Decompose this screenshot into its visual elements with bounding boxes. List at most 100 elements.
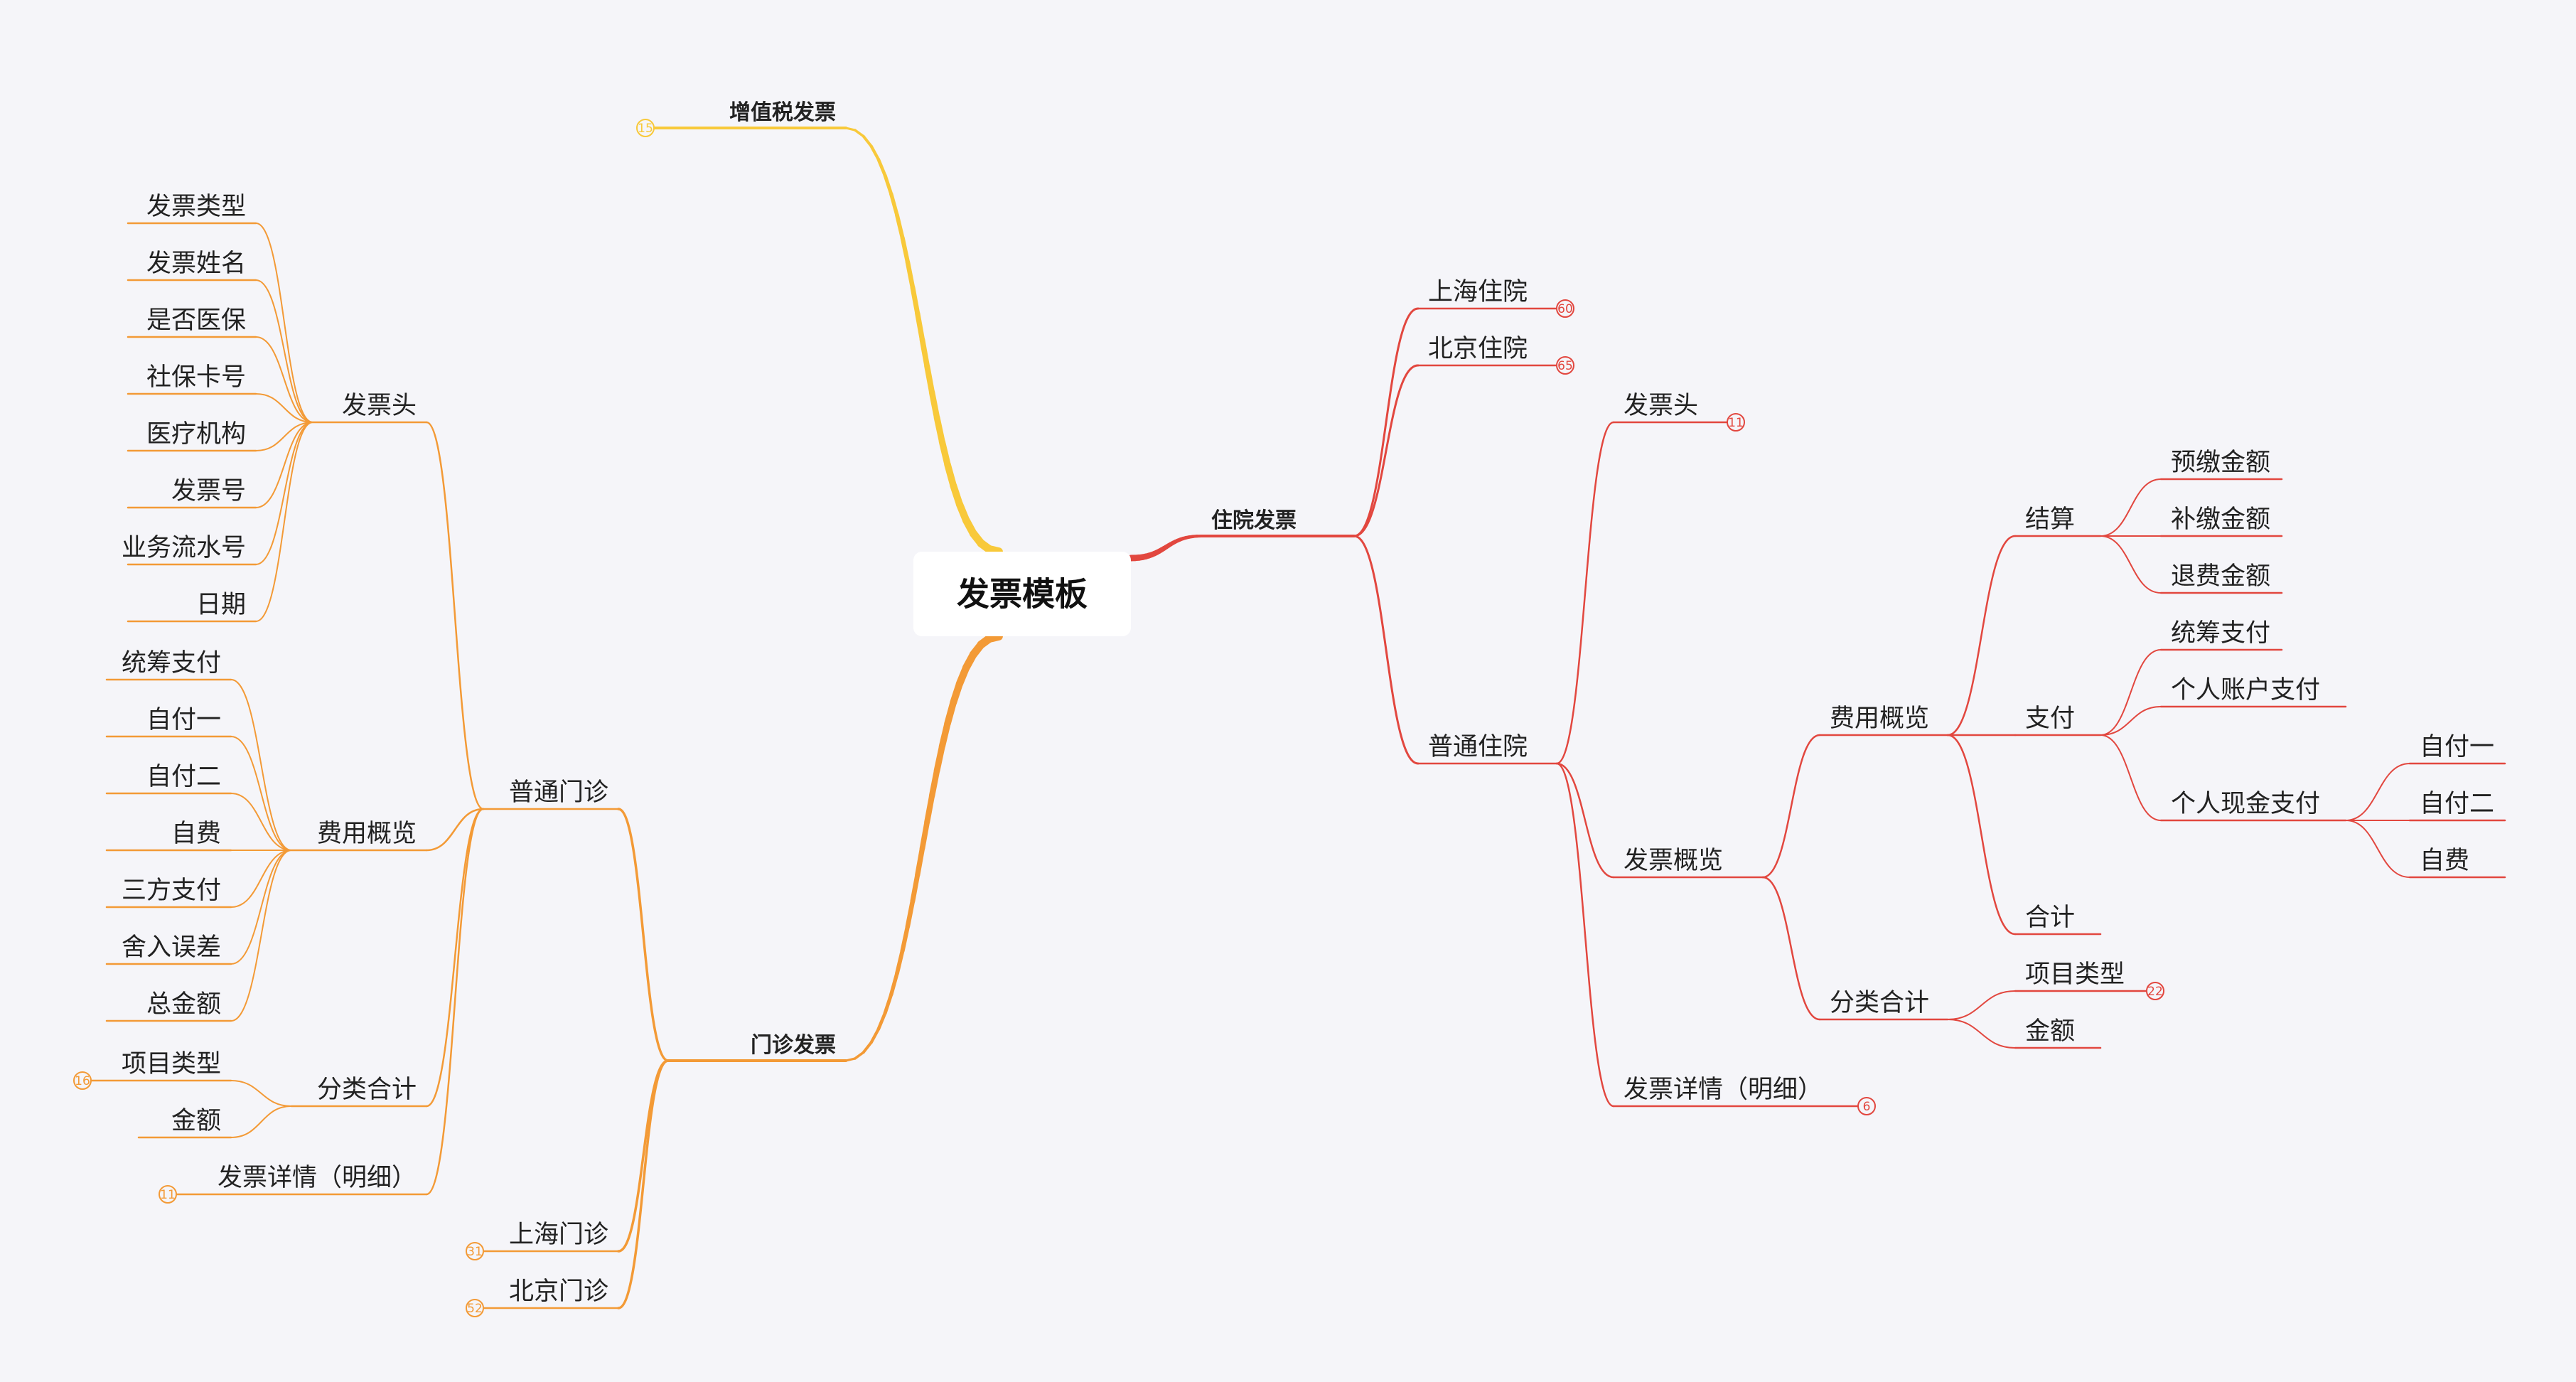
inpatient-shanghai-collapse-badge[interactable]	[1556, 299, 1574, 318]
inpatient-category-link-1	[1947, 1019, 2016, 1049]
outpatient-item-type-badge-count: 16	[75, 1074, 90, 1088]
outpatient-cost-link-2	[230, 793, 292, 851]
inpatient-shanghai[interactable]: 上海住院	[1428, 278, 1528, 306]
outpatient-header-item-7[interactable]: 日期	[196, 591, 246, 619]
inpatient-link-2	[1353, 535, 1420, 765]
inpatient-total[interactable]: 合计	[2025, 904, 2075, 932]
inpatient-header[interactable]: 发票头	[1624, 392, 1698, 420]
outpatient-header-item-5[interactable]: 发票号	[171, 477, 246, 505]
settlement-item-1[interactable]: 补缴金额	[2171, 505, 2270, 534]
outpatient-cost-item-6[interactable]: 总金额	[146, 990, 221, 1019]
outpatient-details-collapse-badge[interactable]	[159, 1185, 177, 1204]
inpatient-general[interactable]: 普通住院	[1428, 733, 1528, 761]
vat-branch-badge-count: 15	[638, 122, 653, 136]
outpatient-link-1	[617, 1059, 670, 1253]
inpatient-amount[interactable]: 金额	[2025, 1017, 2075, 1046]
outpatient-shanghai[interactable]: 上海门诊	[509, 1221, 608, 1249]
inpatient-connector	[1127, 534, 1203, 562]
inpatient-shanghai-badge-count: 60	[1557, 302, 1573, 316]
payment-pooled[interactable]: 统筹支付	[2171, 619, 2270, 648]
outpatient-cost-link-4	[230, 850, 292, 908]
payment-link-1	[2100, 706, 2162, 736]
inpatient-general-link-2	[1555, 762, 1615, 1108]
outpatient-category[interactable]: 分类合计	[317, 1076, 417, 1104]
personal-cash-item-0[interactable]: 自付一	[2420, 733, 2494, 761]
outpatient-header-item-3[interactable]: 社保卡号	[146, 363, 246, 392]
outpatient-header-item-4[interactable]: 医疗机构	[146, 420, 246, 449]
outpatient-amount[interactable]: 金额	[171, 1107, 221, 1135]
vat-connector	[844, 127, 1003, 556]
outpatient-shanghai-badge-count: 31	[467, 1245, 483, 1259]
outpatient-general[interactable]: 普通门诊	[509, 778, 608, 807]
personal-cash-item-1[interactable]: 自付二	[2420, 790, 2494, 818]
outpatient-costs[interactable]: 费用概览	[317, 820, 417, 848]
outpatient-cost-item-5[interactable]: 舍入误差	[122, 933, 221, 962]
inpatient-overview[interactable]: 发票概览	[1624, 847, 1723, 875]
outpatient-header-item-1[interactable]: 发票姓名	[146, 250, 246, 278]
payment-link-2	[2100, 734, 2162, 821]
outpatient-header-item-6[interactable]: 业务流水号	[122, 534, 246, 562]
inpatient-costs-link-0	[1946, 535, 2017, 736]
outpatient-category-link-0	[230, 1080, 292, 1107]
inpatient-item-type-badge-count: 22	[2147, 985, 2163, 999]
inpatient-details[interactable]: 发票详情（明细）	[1624, 1076, 1823, 1104]
outpatient-cost-item-4[interactable]: 三方支付	[122, 877, 221, 905]
vat-branch[interactable]: 增值税发票	[729, 100, 836, 125]
inpatient-overview-link-0	[1761, 734, 1821, 879]
inpatient-beijing-badge-count: 65	[1557, 359, 1573, 373]
outpatient-header-link-6	[255, 422, 313, 565]
inpatient-item-type-collapse-badge[interactable]	[2146, 982, 2164, 1000]
outpatient-cost-item-1[interactable]: 自付一	[146, 706, 221, 734]
inpatient-payment[interactable]: 支付	[2025, 705, 2075, 733]
payment-personal-account[interactable]: 个人账户支付	[2171, 676, 2320, 705]
inpatient-details-collapse-badge[interactable]	[1857, 1097, 1876, 1115]
outpatient-header-item-2[interactable]: 是否医保	[146, 306, 246, 335]
outpatient-header-link-1	[255, 279, 313, 423]
inpatient-costs[interactable]: 费用概览	[1830, 705, 1929, 733]
outpatient-details[interactable]: 发票详情（明细）	[218, 1164, 417, 1192]
outpatient-beijing-collapse-badge[interactable]	[466, 1299, 484, 1317]
outpatient-category-link-1	[230, 1105, 292, 1138]
outpatient-general-link-3	[425, 808, 485, 1196]
outpatient-item-type[interactable]: 项目类型	[122, 1050, 221, 1078]
personal-cash-link-2	[2345, 820, 2410, 878]
outpatient-cost-link-1	[230, 736, 292, 851]
outpatient-cost-item-2[interactable]: 自付二	[146, 763, 221, 791]
inpatient-settlement[interactable]: 结算	[2025, 505, 2075, 534]
settlement-link-2	[2100, 535, 2162, 594]
inpatient-beijing[interactable]: 北京住院	[1428, 335, 1528, 363]
outpatient-header-link-0	[255, 223, 313, 423]
outpatient-general-link-1	[425, 808, 485, 852]
vat-branch-collapse-badge[interactable]	[636, 119, 655, 137]
inpatient-beijing-collapse-badge[interactable]	[1556, 356, 1574, 375]
outpatient-beijing-badge-count: 52	[467, 1302, 483, 1316]
personal-cash-item-2[interactable]: 自费	[2420, 847, 2469, 875]
settlement-item-2[interactable]: 退费金额	[2171, 562, 2270, 591]
payment-personal-cash[interactable]: 个人现金支付	[2171, 790, 2320, 818]
outpatient-header-link-5	[255, 422, 313, 508]
inpatient-branch[interactable]: 住院发票	[1211, 508, 1297, 533]
outpatient-connector	[844, 632, 1003, 1062]
inpatient-category[interactable]: 分类合计	[1830, 989, 1929, 1017]
inpatient-header-collapse-badge[interactable]	[1727, 413, 1745, 432]
outpatient-header-link-7	[255, 422, 313, 622]
inpatient-details-badge-count: 6	[1863, 1100, 1871, 1114]
settlement-item-0[interactable]: 预缴金额	[2171, 449, 2270, 477]
outpatient-shanghai-collapse-badge[interactable]	[466, 1242, 484, 1260]
inpatient-link-0	[1353, 307, 1420, 537]
outpatient-header[interactable]: 发票头	[342, 392, 417, 420]
inpatient-item-type[interactable]: 项目类型	[2025, 960, 2125, 989]
inpatient-header-badge-count: 11	[1728, 416, 1744, 430]
outpatient-details-badge-count: 11	[160, 1188, 176, 1202]
outpatient-cost-item-3[interactable]: 自费	[171, 820, 221, 848]
outpatient-general-link-0	[425, 421, 485, 810]
outpatient-cost-item-0[interactable]: 统筹支付	[122, 649, 221, 677]
settlement-link-0	[2100, 478, 2162, 537]
outpatient-beijing[interactable]: 北京门诊	[509, 1277, 608, 1306]
outpatient-item-type-collapse-badge[interactable]	[73, 1071, 92, 1090]
root-node[interactable]	[913, 552, 1131, 636]
outpatient-header-item-0[interactable]: 发票类型	[146, 193, 246, 221]
outpatient-branch[interactable]: 门诊发票	[751, 1033, 836, 1058]
